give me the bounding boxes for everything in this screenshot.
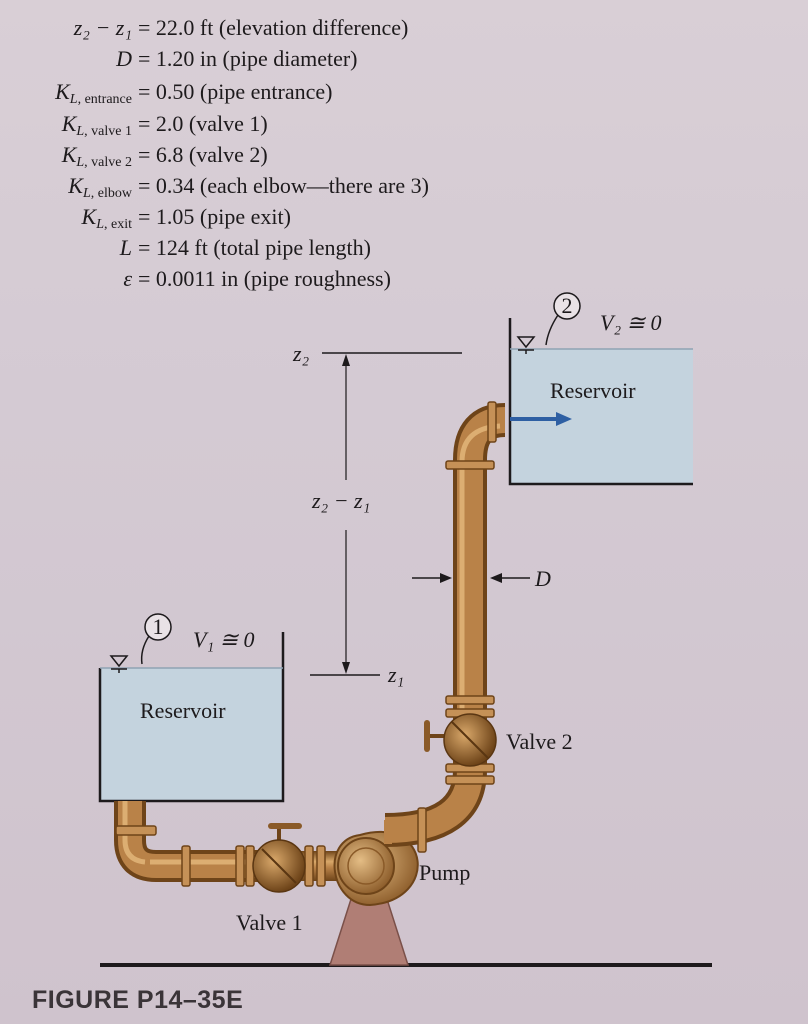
given-row: KL, valve 2= 6.8 (valve 2)	[0, 139, 520, 170]
flange	[115, 825, 157, 836]
flange	[181, 845, 191, 887]
flange	[445, 775, 495, 785]
reservoir-2-walls	[508, 318, 693, 486]
valve-1-label: Valve 1	[236, 910, 303, 935]
given-value: = 0.0011 in (pipe roughness)	[138, 266, 391, 291]
point-1-label: 1	[153, 614, 164, 639]
valve-2-label: Valve 2	[506, 729, 573, 754]
valve-1	[252, 823, 306, 893]
free-surface-marker-1	[109, 655, 129, 673]
flange	[417, 807, 427, 853]
flow-arrow	[510, 412, 572, 426]
given-symbol: ε	[123, 266, 132, 291]
given-row: KL, elbow= 0.34 (each elbow—there are 3)	[0, 170, 520, 201]
point-1-marker: 1	[140, 613, 172, 665]
given-symbol: z₂ − z₁	[73, 15, 132, 40]
given-row: KL, entrance= 0.50 (pipe entrance)	[0, 76, 520, 107]
given-symbol: D	[116, 46, 132, 71]
point-2-label: 2	[562, 293, 573, 318]
free-surface-marker-2	[516, 336, 536, 354]
diameter-arrows	[412, 573, 530, 583]
reservoir-2-label: Reservoir	[550, 378, 636, 403]
given-row: KL, exit= 1.05 (pipe exit)	[0, 201, 520, 232]
reservoir-1-label: Reservoir	[140, 698, 226, 723]
given-value: = 2.0 (valve 1)	[138, 111, 268, 136]
flange	[304, 845, 314, 887]
given-row: L= 124 ft (total pipe length)	[0, 232, 520, 263]
given-value: = 124 ft (total pipe length)	[138, 235, 371, 260]
given-value: = 1.05 (pipe exit)	[138, 204, 291, 229]
given-value: = 1.20 in (pipe diameter)	[138, 46, 358, 71]
figure-caption: FIGURE P14–35E	[32, 986, 244, 1014]
z2-label: z₂	[292, 341, 310, 366]
velocity-1-label: V₁ ≅ 0	[193, 627, 255, 652]
velocity-2-label: V₂ ≅ 0	[600, 310, 662, 335]
given-value: = 6.8 (valve 2)	[138, 142, 268, 167]
given-row: ε= 0.0011 in (pipe roughness)	[0, 263, 520, 294]
flange	[235, 845, 245, 887]
point-2-marker: 2	[545, 292, 581, 346]
given-symbol: KL, valve 2	[61, 142, 132, 170]
valve-2	[424, 713, 497, 767]
flange	[487, 401, 497, 443]
elevation-dimension-arrow	[342, 354, 350, 674]
given-value: = 0.34 (each elbow—there are 3)	[138, 173, 429, 198]
given-value: = 22.0 ft (elevation difference)	[138, 15, 409, 40]
given-row: D= 1.20 in (pipe diameter)	[0, 43, 520, 74]
flange	[445, 460, 495, 470]
given-symbol: KL, entrance	[55, 79, 132, 107]
given-symbol: L	[119, 235, 132, 260]
pump-base	[328, 895, 410, 966]
reservoir-2-water	[510, 349, 693, 484]
pump	[333, 831, 419, 907]
given-symbol: KL, elbow	[68, 173, 132, 201]
elevation-difference-label: z₂ − z₁	[311, 488, 370, 513]
pump-label: Pump	[419, 860, 470, 885]
given-symbol: KL, exit	[81, 204, 132, 232]
given-row: KL, valve 1= 2.0 (valve 1)	[0, 108, 520, 139]
reservoir-1-water	[100, 668, 283, 801]
diameter-label: D	[534, 566, 551, 591]
z1-label: z₁	[387, 662, 404, 687]
given-symbol: KL, valve 1	[61, 111, 132, 139]
given-value: = 0.50 (pipe entrance)	[138, 79, 333, 104]
given-data-list: z₂ − z₁= 22.0 ft (elevation difference)D…	[0, 0, 520, 300]
flange	[316, 845, 326, 887]
reservoir-1-walls	[98, 632, 285, 803]
given-row: z₂ − z₁= 22.0 ft (elevation difference)	[0, 12, 520, 43]
flange	[445, 695, 495, 705]
